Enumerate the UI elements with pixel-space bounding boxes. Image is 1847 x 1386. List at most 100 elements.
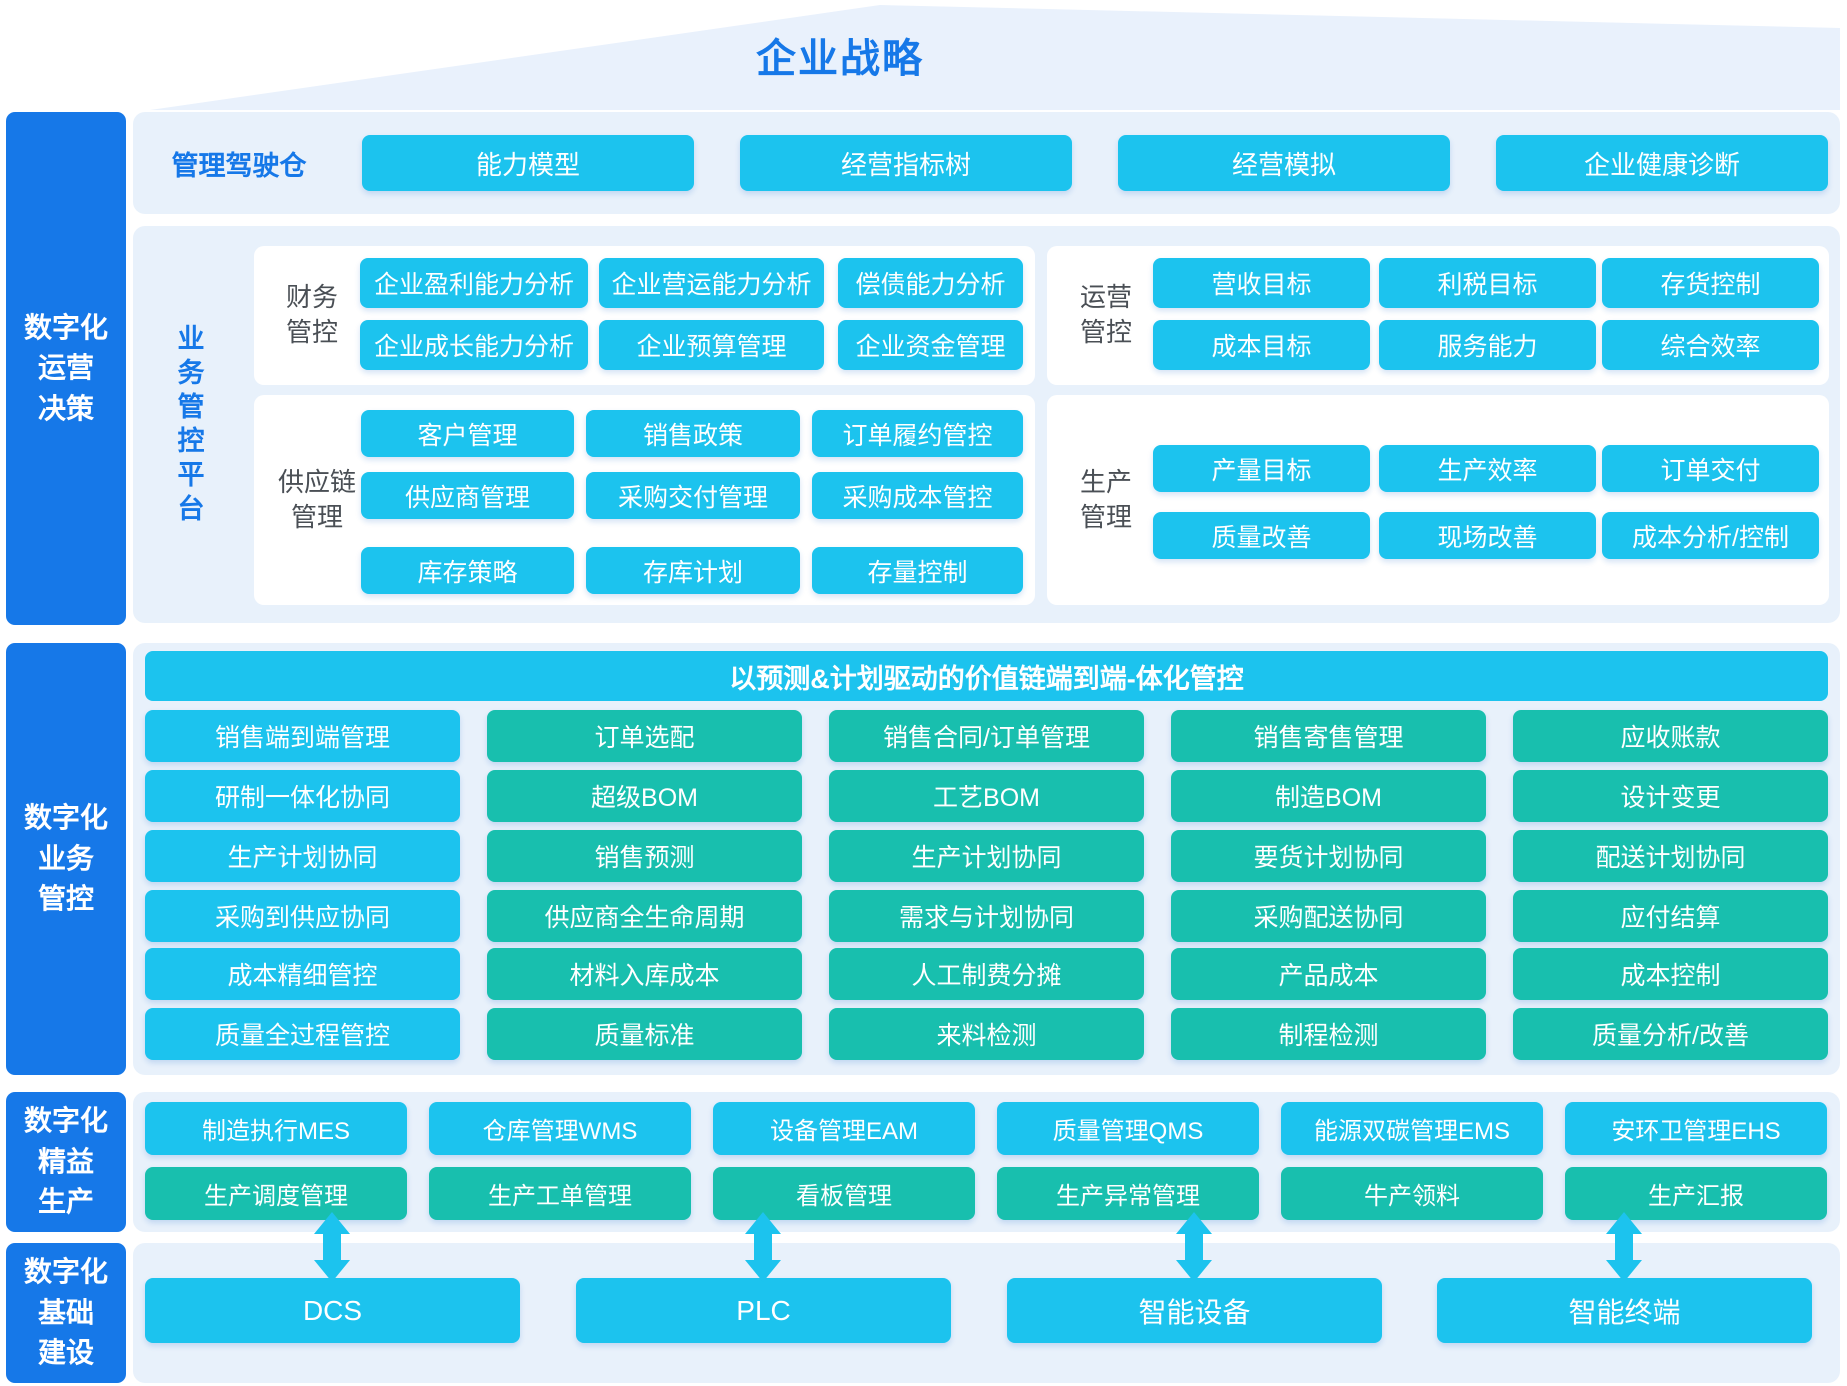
business-control-platform: 业务管控平台 财务 管控 企业盈利能力分析 企业营运能力分析 偿债能力分析 企业… (133, 226, 1840, 623)
supply-chain-card: 供应链 管理 客户管理 销售政策 订单履约管控 供应商管理 采购交付管理 采购成… (254, 395, 1035, 605)
business-cell[interactable]: 需求与计划协同 (829, 890, 1144, 942)
updown-arrow-icon (314, 1212, 350, 1282)
lean-cell[interactable]: 生产汇报 (1565, 1167, 1827, 1220)
finance-button[interactable]: 企业预算管理 (599, 320, 824, 370)
business-cell[interactable]: 应付结算 (1513, 890, 1828, 942)
business-cell[interactable]: 销售端到端管理 (145, 710, 460, 762)
production-button[interactable]: 生产效率 (1379, 445, 1596, 492)
lean-cell[interactable]: 安环卫管理EHS (1565, 1102, 1827, 1155)
production-button[interactable]: 成本分析/控制 (1602, 512, 1819, 559)
updown-arrow-icon (745, 1212, 781, 1282)
supply-chain-button[interactable]: 存量控制 (812, 547, 1023, 594)
finance-button[interactable]: 企业成长能力分析 (360, 320, 588, 370)
production-button[interactable]: 订单交付 (1602, 445, 1819, 492)
lean-cell[interactable]: 制造执行MES (145, 1102, 407, 1155)
operations-button[interactable]: 成本目标 (1153, 320, 1370, 370)
business-cell[interactable]: 生产计划协同 (145, 830, 460, 882)
lean-cell[interactable]: 能源双碳管理EMS (1281, 1102, 1543, 1155)
finance-button[interactable]: 企业营运能力分析 (599, 258, 824, 308)
business-cell[interactable]: 来料检测 (829, 1008, 1144, 1060)
business-cell[interactable]: 人工制费分摊 (829, 948, 1144, 1000)
supply-chain-button[interactable]: 订单履约管控 (812, 410, 1023, 457)
business-cell[interactable]: 采购配送协同 (1171, 890, 1486, 942)
updown-arrow-icon (1176, 1212, 1212, 1282)
lean-cell[interactable]: 生产工单管理 (429, 1167, 691, 1220)
business-cell[interactable]: 制程检测 (1171, 1008, 1486, 1060)
business-cell[interactable]: 生产计划协同 (829, 830, 1144, 882)
sidebar-digital-business-control: 数字化 业务 管控 (6, 643, 126, 1075)
production-card: 生产 管理 产量目标 生产效率 订单交付 质量改善 现场改善 成本分析/控制 (1047, 395, 1829, 605)
lean-cell[interactable]: 质量管理QMS (997, 1102, 1259, 1155)
business-cell[interactable]: 研制一体化协同 (145, 770, 460, 822)
business-control-section: 以预测&计划驱动的价值链端到端-体化管控 销售端到端管理 订单选配 销售合同/订… (133, 643, 1840, 1075)
business-cell[interactable]: 采购到供应协同 (145, 890, 460, 942)
supply-chain-button[interactable]: 库存策略 (361, 547, 574, 594)
infrastructure-box[interactable]: PLC (576, 1278, 951, 1343)
business-cell[interactable]: 销售预测 (487, 830, 802, 882)
finance-button[interactable]: 企业资金管理 (838, 320, 1023, 370)
business-cell[interactable]: 材料入库成本 (487, 948, 802, 1000)
finance-button[interactable]: 偿债能力分析 (838, 258, 1023, 308)
lean-cell[interactable]: 生产异常管理 (997, 1167, 1259, 1220)
sidebar-digital-lean-production: 数字化 精益 生产 (6, 1092, 126, 1232)
production-button[interactable]: 质量改善 (1153, 512, 1370, 559)
operations-button[interactable]: 营收目标 (1153, 258, 1370, 308)
supply-chain-button[interactable]: 客户管理 (361, 410, 574, 457)
business-cell[interactable]: 质量全过程管控 (145, 1008, 460, 1060)
business-cell[interactable]: 订单选配 (487, 710, 802, 762)
lean-cell[interactable]: 生产调度管理 (145, 1167, 407, 1220)
infrastructure-section: DCS PLC 智能设备 智能终端 (133, 1243, 1840, 1383)
sidebar-digital-infrastructure: 数字化 基础 建设 (6, 1243, 126, 1383)
operations-button[interactable]: 利税目标 (1379, 258, 1596, 308)
business-cell[interactable]: 制造BOM (1171, 770, 1486, 822)
finance-button[interactable]: 企业盈利能力分析 (360, 258, 588, 308)
supply-chain-button[interactable]: 供应商管理 (361, 472, 574, 519)
business-cell[interactable]: 成本精细管控 (145, 948, 460, 1000)
business-cell[interactable]: 销售寄售管理 (1171, 710, 1486, 762)
operations-card: 运营 管控 营收目标 利税目标 存货控制 成本目标 服务能力 综合效率 (1047, 246, 1829, 385)
lean-cell[interactable]: 看板管理 (713, 1167, 975, 1220)
operations-button[interactable]: 存货控制 (1602, 258, 1819, 308)
lean-cell[interactable]: 仓库管理WMS (429, 1102, 691, 1155)
infrastructure-box[interactable]: DCS (145, 1278, 520, 1343)
supply-chain-button[interactable]: 销售政策 (586, 410, 800, 457)
supply-chain-button[interactable]: 采购成本管控 (812, 472, 1023, 519)
business-cell[interactable]: 配送计划协同 (1513, 830, 1828, 882)
platform-vertical-label: 业务管控平台 (173, 324, 204, 528)
production-button[interactable]: 现场改善 (1379, 512, 1596, 559)
cockpit-button[interactable]: 经营模拟 (1118, 135, 1450, 191)
business-cell[interactable]: 产品成本 (1171, 948, 1486, 1000)
business-cell[interactable]: 超级BOM (487, 770, 802, 822)
cockpit-button[interactable]: 企业健康诊断 (1496, 135, 1828, 191)
value-chain-banner: 以预测&计划驱动的价值链端到端-体化管控 (145, 651, 1828, 701)
operations-button[interactable]: 服务能力 (1379, 320, 1596, 370)
cockpit-button[interactable]: 能力模型 (362, 135, 694, 191)
sidebar-digital-operations-decision: 数字化 运营 决策 (6, 112, 126, 625)
finance-label: 财务 管控 (285, 282, 338, 348)
production-button[interactable]: 产量目标 (1153, 445, 1370, 492)
cockpit-label: 管理驾驶仓 (171, 150, 307, 181)
lean-production-section: 制造执行MES 仓库管理WMS 设备管理EAM 质量管理QMS 能源双碳管理EM… (133, 1092, 1840, 1232)
infrastructure-box[interactable]: 智能设备 (1007, 1278, 1382, 1343)
business-cell[interactable]: 成本控制 (1513, 948, 1828, 1000)
business-cell[interactable]: 要货计划协同 (1171, 830, 1486, 882)
updown-arrow-icon (1606, 1212, 1642, 1282)
business-cell[interactable]: 销售合同/订单管理 (829, 710, 1144, 762)
supply-chain-label: 供应链 管理 (277, 467, 356, 533)
supply-chain-button[interactable]: 存库计划 (586, 547, 800, 594)
cockpit-button[interactable]: 经营指标树 (740, 135, 1072, 191)
infrastructure-box[interactable]: 智能终端 (1437, 1278, 1812, 1343)
business-cell[interactable]: 应收账款 (1513, 710, 1828, 762)
page-title: 企业战略 (756, 37, 924, 81)
business-cell[interactable]: 供应商全生命周期 (487, 890, 802, 942)
operations-button[interactable]: 综合效率 (1602, 320, 1819, 370)
business-cell[interactable]: 工艺BOM (829, 770, 1144, 822)
business-cell[interactable]: 设计变更 (1513, 770, 1828, 822)
business-cell[interactable]: 质量分析/改善 (1513, 1008, 1828, 1060)
management-cockpit-strip: 管理驾驶仓 能力模型 经营指标树 经营模拟 企业健康诊断 (133, 112, 1840, 214)
business-cell[interactable]: 质量标准 (487, 1008, 802, 1060)
lean-cell[interactable]: 牛产领料 (1281, 1167, 1543, 1220)
lean-cell[interactable]: 设备管理EAM (713, 1102, 975, 1155)
supply-chain-button[interactable]: 采购交付管理 (586, 472, 800, 519)
